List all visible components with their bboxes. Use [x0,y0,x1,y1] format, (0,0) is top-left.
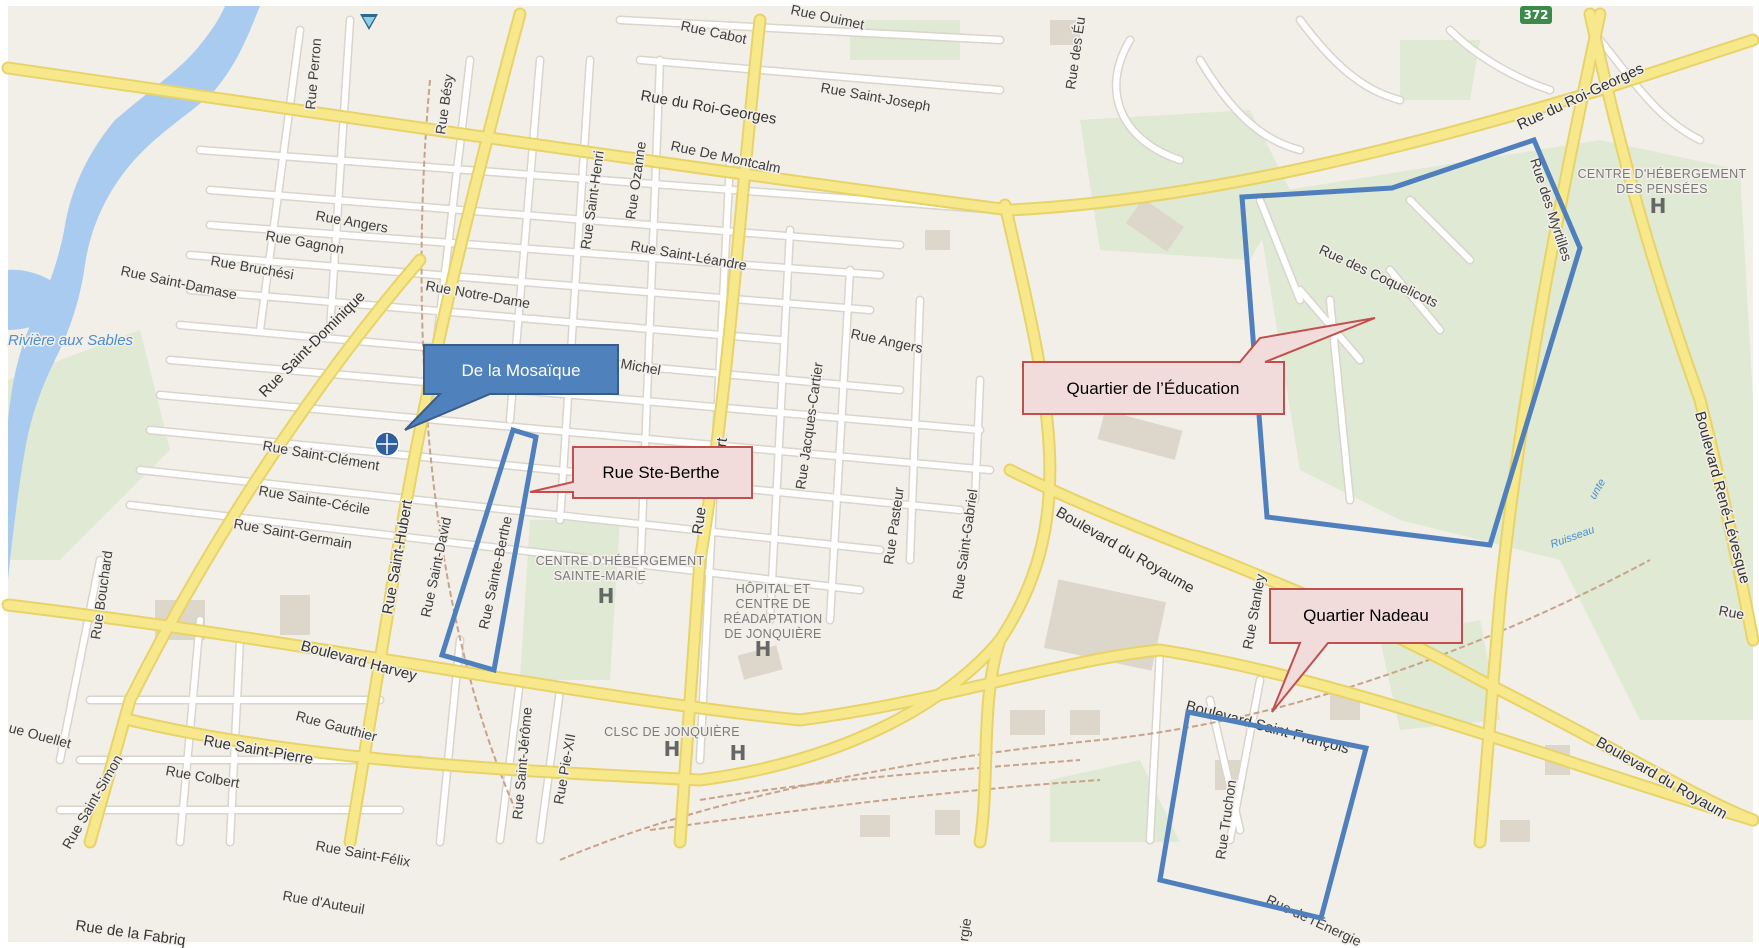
callout-mosaique[interactable]: De la Mosaïque [404,344,619,431]
hospital-icon: H [1650,194,1667,218]
label-clsc: CLSC DE JONQUIÈRE [604,724,740,739]
poi-labels: CENTRE D'HÉBERGEMENT SAINTE-MARIE H HÔPI… [534,165,1748,766]
river [8,6,260,580]
hospital-icon: H [730,741,747,765]
zone-education [1239,136,1583,548]
hospital-icon: H [598,584,615,608]
hospital-icon: H [664,737,681,761]
shield-label: 372 [1523,8,1548,22]
callout-nadeau[interactable]: Quartier Nadeau [1269,588,1463,713]
callout-nadeau-label: Quartier Nadeau [1303,606,1429,625]
label-pensees-line1: CENTRE D'HÉBERGEMENT [1578,166,1747,181]
hospital-icon: H [755,637,772,661]
label-ste-marie-line2: SAINTE-MARIE [554,569,647,583]
label-hopital-line2: CENTRE DE [736,597,811,611]
callout-ste-berthe-label: Rue Ste-Berthe [602,463,719,482]
label-rgie: rgie [955,917,974,943]
label-pensees-line2: DES PENSÉES [1616,181,1708,196]
callout-mosaique-label: De la Mosaïque [461,361,580,380]
callout-education-label: Quartier de l’Éducation [1067,379,1240,398]
highlight-zones [438,136,1583,921]
location-marker-icon[interactable] [374,431,400,457]
label-hopital-line3: RÉADAPTATION [724,611,823,626]
zone-nadeau [1157,709,1370,921]
label-riviere-aux-sables: Rivière aux Sables [8,332,134,349]
landmark-icon [360,14,378,30]
callout-ste-berthe[interactable]: Rue Ste-Berthe [529,446,753,499]
route-372-shield: 372 [1520,6,1552,24]
major-roads [1,7,1759,849]
label-hopital-line1: HÔPITAL ET [736,581,811,596]
callout-education[interactable]: Quartier de l’Éducation [1022,317,1376,415]
zone-ste-berthe [438,426,539,674]
label-hopital-line4: DE JONQUIÈRE [724,626,821,641]
label-ste-marie-line1: CENTRE D'HÉBERGEMENT [536,553,705,568]
buildings [155,20,1570,842]
label-rue-stub: Rue [689,506,710,536]
label-perron: Rue Perron [302,38,324,111]
label-rue-east: Rue [1717,602,1745,622]
